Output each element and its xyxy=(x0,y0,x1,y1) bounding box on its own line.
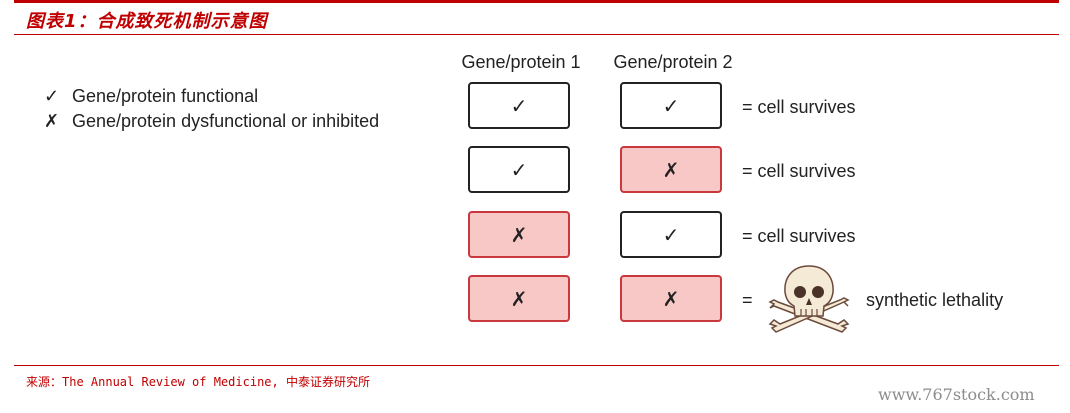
gene1-state-cell: ✗ xyxy=(468,275,570,322)
legend: ✓ Gene/protein functional ✗ Gene/protein… xyxy=(44,84,379,134)
equals-sign: = xyxy=(742,290,753,310)
footer-divider xyxy=(14,365,1059,366)
outcome-label: = cell survives xyxy=(742,226,856,246)
gene2-state-cell: ✗ xyxy=(620,275,722,322)
source-note: 来源：The Annual Review of Medicine, 中泰证券研究… xyxy=(26,375,370,389)
cross-icon: ✗ xyxy=(44,111,60,131)
outcome-label: = cell survives xyxy=(742,161,856,181)
title-divider xyxy=(14,34,1059,35)
legend-item-dysfunctional: ✗ Gene/protein dysfunctional or inhibite… xyxy=(44,109,379,134)
column-header-gene1: Gene/protein 1 xyxy=(461,52,581,72)
gene1-state-cell: ✓ xyxy=(468,146,570,193)
legend-label: Gene/protein dysfunctional or inhibited xyxy=(72,111,380,131)
outcome-label: = cell survives xyxy=(742,97,856,117)
legend-label: Gene/protein functional xyxy=(72,86,259,106)
gene2-state-cell: ✓ xyxy=(620,211,722,258)
figure-title: 图表1：合成致死机制示意图 xyxy=(26,11,268,32)
top-accent-bar xyxy=(14,0,1059,3)
gene2-state-cell: ✗ xyxy=(620,146,722,193)
skull-crossbones-icon xyxy=(768,265,850,333)
gene2-state-cell: ✓ xyxy=(620,82,722,129)
check-icon: ✓ xyxy=(44,86,60,106)
column-header-gene2: Gene/protein 2 xyxy=(613,52,733,72)
gene1-state-cell: ✗ xyxy=(468,211,570,258)
legend-item-functional: ✓ Gene/protein functional xyxy=(44,84,379,109)
watermark: www.767stock.com xyxy=(878,385,1035,404)
outcome-label-lethality: synthetic lethality xyxy=(866,290,1004,310)
gene1-state-cell: ✓ xyxy=(468,82,570,129)
